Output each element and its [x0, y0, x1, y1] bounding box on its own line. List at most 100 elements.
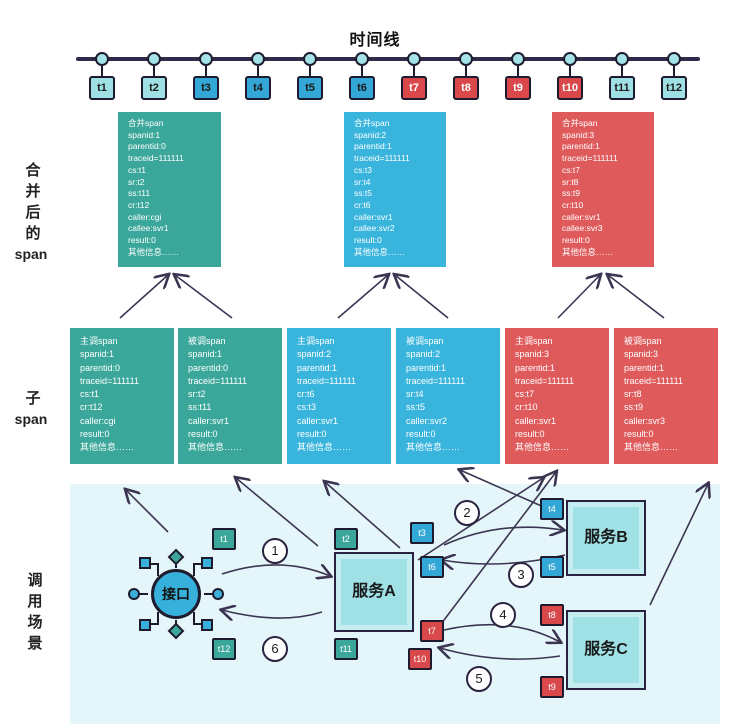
child-span-line: 其他信息……: [80, 442, 135, 453]
service-a: 服务A: [334, 552, 414, 632]
child-span-line: caller:svr1: [297, 415, 339, 426]
timeline-stem: [153, 66, 155, 76]
merged-span-line: cr:t6: [354, 199, 371, 210]
child-span-line: traceid=111111: [188, 375, 247, 386]
child-span-line: cr:t6: [297, 389, 315, 400]
timeline-tick-t6: t6: [349, 76, 375, 100]
child-span-line: result:0: [297, 429, 327, 440]
child-span-line: 其他信息……: [297, 442, 352, 453]
tag-t9: t9: [540, 676, 564, 698]
tag-t8: t8: [540, 604, 564, 626]
child-span-line: result:0: [188, 429, 218, 440]
timeline-node: [667, 52, 681, 66]
child-span-line: traceid=111111: [515, 375, 574, 386]
child-span-line: spanid:2: [297, 349, 332, 360]
hub-connector-icon: [128, 548, 224, 640]
merged-span-line: 其他信息……: [562, 246, 614, 257]
service-b: 服务B: [566, 500, 646, 576]
merged-span-line: spanid:1: [128, 129, 161, 140]
timeline-stem: [205, 66, 207, 76]
child-span-line: sr:t2: [188, 389, 206, 400]
step-6: 6: [262, 636, 288, 662]
merged-span-line: callee:svr1: [128, 223, 169, 234]
timeline-stem: [517, 66, 519, 76]
timeline-node: [251, 52, 265, 66]
merged-span-line: parentid:1: [562, 141, 600, 152]
label-child-span: 子 span: [14, 390, 48, 427]
merged-span-line: callee:svr3: [562, 223, 603, 234]
merged-span-line: cr:t10: [562, 199, 584, 210]
tag-t7: t7: [420, 620, 444, 642]
timeline-tick-t4: t4: [245, 76, 271, 100]
merged-span-line: caller:svr1: [562, 211, 601, 222]
child-span-line: parentid:1: [624, 362, 665, 373]
timeline-node: [199, 52, 213, 66]
merged-span-line: 合并span: [128, 118, 164, 128]
merged-span-line: 其他信息……: [354, 246, 406, 257]
merged-span-line: ss:t9: [562, 188, 580, 199]
timeline-stem: [361, 66, 363, 76]
child-span-line: result:0: [80, 429, 110, 440]
step-1: 1: [262, 538, 288, 564]
child-span-line: traceid=111111: [406, 375, 465, 386]
timeline-node: [459, 52, 473, 66]
timeline-axis: [76, 57, 700, 61]
merged-span-line: 其他信息……: [128, 246, 180, 257]
timeline-stem: [569, 66, 571, 76]
child-span-line: 被调span: [624, 336, 662, 346]
merged-span-line: parentid:1: [354, 141, 392, 152]
child-span-line: 其他信息……: [406, 442, 461, 453]
child-span-line: 被调span: [406, 336, 444, 346]
merged-span-line: result:0: [128, 235, 156, 246]
merged-span-line: parentid:0: [128, 141, 166, 152]
merged-span-line: cr:t12: [128, 199, 150, 210]
merged-span-line: sr:t4: [354, 176, 371, 187]
timeline-node: [355, 52, 369, 66]
timeline-stem: [101, 66, 103, 76]
merged-span-line: sr:t8: [562, 176, 579, 187]
tag-t1: t1: [212, 528, 236, 550]
timeline-tick-t1: t1: [89, 76, 115, 100]
timeline-tick-t11: t11: [609, 76, 635, 100]
child-span-line: 被调span: [188, 336, 226, 346]
timeline-tick-t3: t3: [193, 76, 219, 100]
step-2: 2: [454, 500, 480, 526]
api-hub: 接口: [128, 546, 224, 642]
timeline-stem: [621, 66, 623, 76]
timeline-node: [511, 52, 525, 66]
timeline-tick-t9: t9: [505, 76, 531, 100]
child-span-line: parentid:0: [188, 362, 229, 373]
tag-t4: t4: [540, 498, 564, 520]
timeline-title: 时间线: [349, 32, 401, 49]
child-span-line: 其他信息……: [515, 442, 570, 453]
child-span-line: caller:svr1: [515, 415, 557, 426]
timeline-tick-t5: t5: [297, 76, 323, 100]
child-span-line: spanid:1: [188, 349, 223, 360]
merged-span-line: traceid=111111: [128, 153, 184, 164]
timeline-stem: [413, 66, 415, 76]
child-span-line: caller:cgi: [80, 415, 116, 426]
child-span-line: spanid:1: [80, 349, 115, 360]
child-span-line: result:0: [624, 429, 654, 440]
child-span-line: parentid:1: [406, 362, 447, 373]
child-span-callee-1: 被调span spanid:1 parentid:0 traceid=111111 s…: [178, 328, 282, 464]
timeline-node: [147, 52, 161, 66]
child-span-line: caller:svr2: [406, 415, 448, 426]
merged-span-line: sr:t2: [128, 176, 145, 187]
timeline-stem: [465, 66, 467, 76]
tag-t5: t5: [540, 556, 564, 578]
merged-span-line: cs:t1: [128, 164, 146, 175]
child-span-line: 其他信息……: [188, 442, 243, 453]
child-span-line: 其他信息……: [624, 442, 679, 453]
step-3: 3: [508, 562, 534, 588]
tag-t11: t11: [334, 638, 358, 660]
timeline-node: [615, 52, 629, 66]
merged-span-line: spanid:2: [354, 129, 387, 140]
child-span-line: result:0: [515, 429, 545, 440]
